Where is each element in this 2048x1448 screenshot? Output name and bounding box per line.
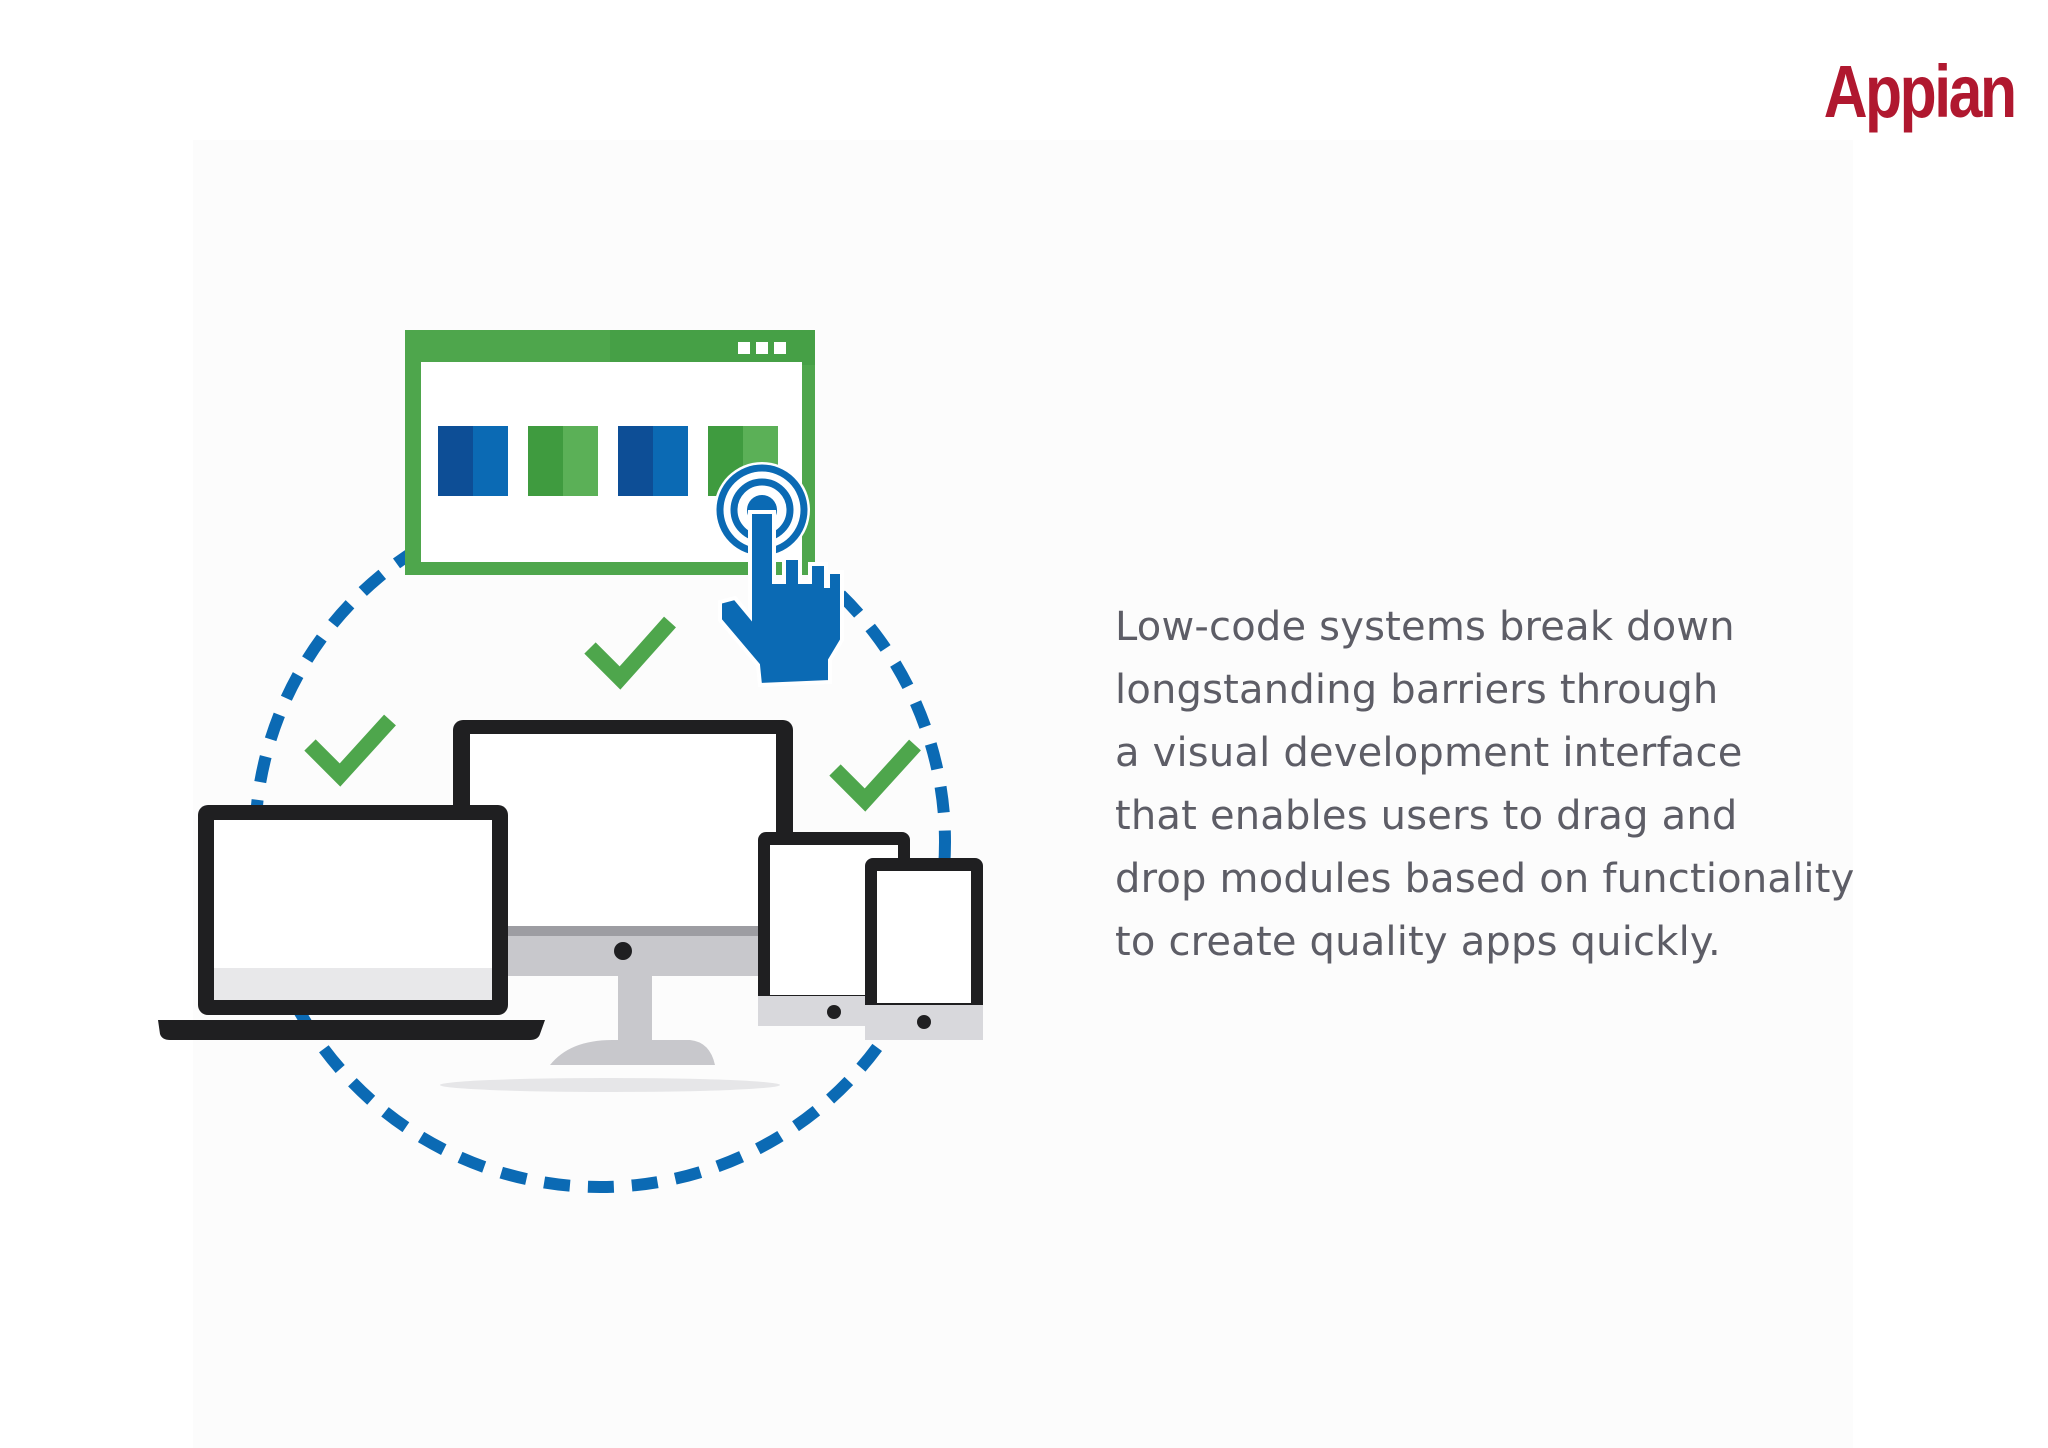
desktop-monitor-icon [453,720,793,1065]
floor-shadow [440,1078,780,1092]
checkmark-icon [304,714,396,787]
description-line: to create quality apps quickly. [1115,919,1721,965]
illustration-graphic [158,330,983,1193]
description-line: drop modules based on functionality [1115,856,1855,902]
appian-logo: Appian [1785,42,2017,142]
dashed-circle [249,491,951,1193]
laptop-icon [158,805,545,1040]
description-line: a visual development interface [1115,730,1743,776]
phone-icon [865,858,983,1040]
description-text: Low-code systems break down longstanding… [1115,596,1895,974]
description-line: Low-code systems break down [1115,604,1735,650]
tap-hand-icon [714,462,844,688]
low-code-illustration [150,320,1000,1200]
logo-wordmark: Appian [1823,50,2017,133]
description-line: longstanding barriers through [1115,667,1719,713]
checkmark-icon [829,739,921,812]
checkmark-icon [584,616,676,690]
description-line: that enables users to drag and [1115,793,1738,839]
